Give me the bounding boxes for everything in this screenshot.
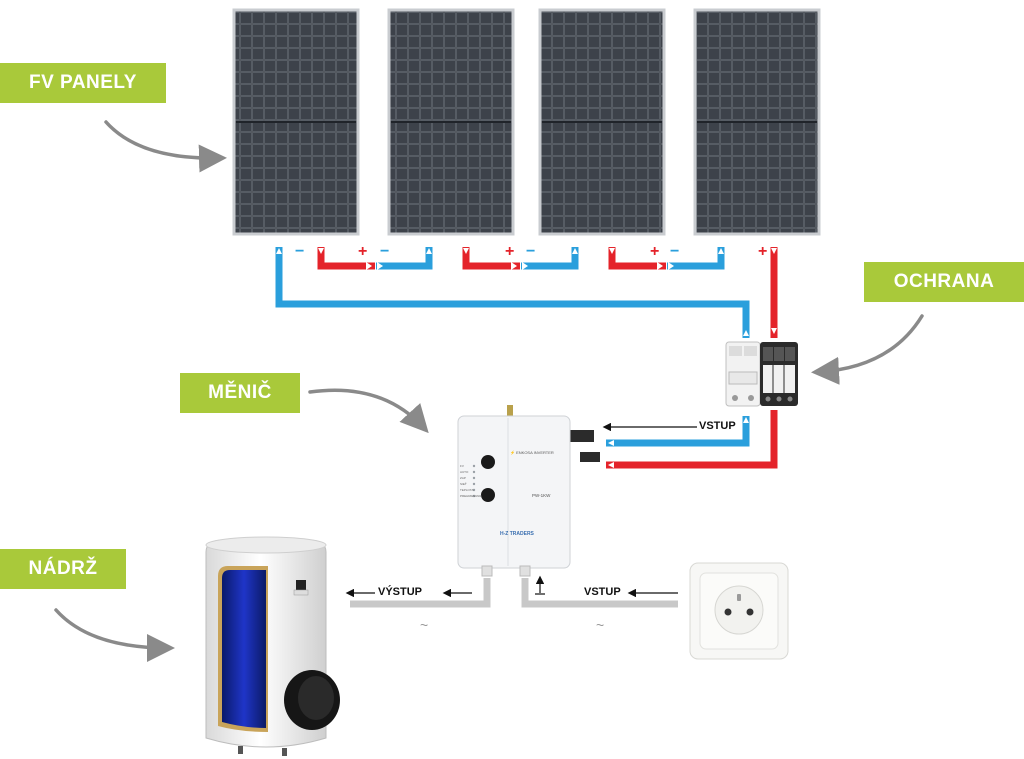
ac-cables (350, 578, 678, 608)
inverter-maker: H-Z TRADERS (500, 531, 535, 537)
solar-panel-4 (693, 8, 821, 236)
svg-text:~: ~ (420, 617, 428, 633)
grid-input-label: VSTUP (584, 586, 621, 598)
tank-label: NÁDRŽ (0, 549, 126, 589)
inverter-label: MĚNIČ (180, 373, 300, 413)
led-label: ZAP (460, 476, 466, 480)
plus-sign: + (505, 243, 514, 260)
protection-label: OCHRANA (864, 262, 1024, 302)
solar-panel-2 (387, 8, 515, 236)
minus-sign: − (295, 243, 304, 260)
plus-sign: + (358, 243, 367, 260)
minus-sign: − (380, 243, 389, 260)
solar-panels (232, 8, 821, 236)
inverter-brand: ⚡ ENKOSA INVERTER (510, 450, 554, 455)
plus-sign: + (650, 243, 659, 260)
ac-cable-tildes: ~ ~ (420, 617, 604, 633)
inverter-unit: ⚡ ENKOSA INVERTER PW-1KW H-Z TRADERS (457, 405, 600, 577)
led-label: SIEŤ (460, 482, 467, 486)
polarity-signs: − + − + − + − + (295, 243, 767, 260)
wall-socket (689, 562, 789, 660)
protection-to-inverter-wires (606, 410, 778, 469)
led-label: AUTO (460, 470, 469, 474)
plus-sign: + (758, 243, 767, 260)
main-dc-wires (275, 247, 778, 338)
water-tank (205, 536, 340, 756)
inverter-output-label: VÝSTUP (378, 586, 423, 598)
minus-sign: − (670, 243, 679, 260)
inverter-input-label: VSTUP (699, 420, 736, 432)
main-wire-arrows (276, 248, 777, 336)
solar-panel-1 (232, 8, 360, 236)
minus-sign: − (526, 243, 535, 260)
led-label: PREHRIEVANIE (460, 494, 483, 498)
svg-text:~: ~ (596, 617, 604, 633)
protection-pointer-arrow (811, 314, 924, 385)
inverter-pointer-arrow (308, 388, 429, 434)
led-label: TEPLOTA (460, 488, 474, 492)
surge-protection-unit (725, 341, 798, 407)
panels-label: FV PANELY (0, 63, 166, 103)
inverter-model: PW-1KW (532, 493, 551, 498)
panels-pointer-arrow (104, 120, 227, 173)
inverter-wire-arrows (608, 417, 749, 468)
led-label: FV (460, 464, 464, 468)
solar-panel-3 (538, 8, 666, 236)
inverter-led-labels: FV AUTO ZAP SIEŤ TEPLOTA PREHRIEVANIE (460, 463, 483, 499)
jumper-arrows (318, 248, 724, 270)
pointer-arrows (54, 120, 924, 662)
tank-pointer-arrow (54, 608, 175, 662)
